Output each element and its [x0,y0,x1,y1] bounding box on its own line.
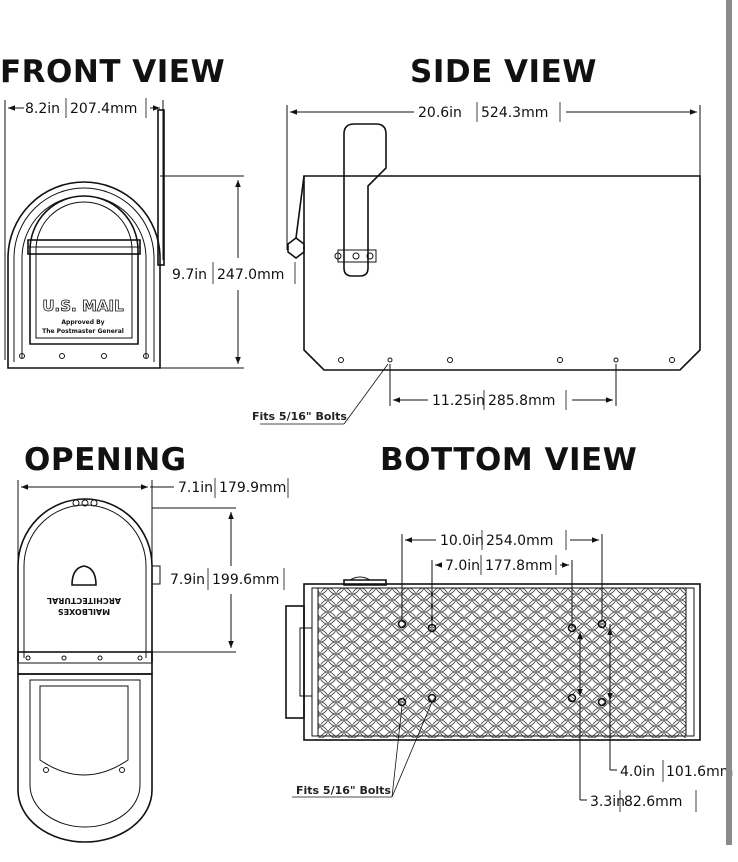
bottom-inner-width-mm: 82.6mm [624,794,682,810]
side-bolt-mm: 285.8mm [488,393,555,409]
bottom-outer-width-in: 4.0in [620,764,655,780]
bottom-bolt-note: Fits 5/16" Bolts [296,784,391,797]
bottom-inner-width-in: 3.3in [590,794,625,810]
side-length-in: 20.6in [418,105,462,121]
side-length-mm: 524.3mm [481,105,548,121]
bottom-view-drawing [285,530,731,812]
front-width-mm: 207.4mm [70,101,137,117]
right-separator-bar [726,0,732,845]
front-width-in: 8.2in [25,101,60,117]
opening-width-in: 7.1in [178,480,213,496]
side-bolt-in: 11.25in [432,393,485,409]
opening-plate-architectural: ARCHITECTURAL [47,596,121,605]
opening-title: OPENING [24,442,187,478]
front-height-in: 9.7in [172,267,207,283]
front-plate-approved: Approved By [61,319,104,326]
bottom-outer-in: 10.0in [440,533,484,549]
opening-width-mm: 179.9mm [219,480,286,496]
bottom-inner-in: 7.0in [445,558,480,574]
svg-text:⚜: ⚜ [80,575,89,586]
opening-plate-mailboxes: MAILBOXES [58,607,110,616]
front-plate-usmail: U.S. MAIL [42,297,124,315]
side-bolt-note: Fits 5/16" Bolts [252,410,347,423]
bottom-outer-mm: 254.0mm [486,533,553,549]
front-view-title: FRONT VIEW [0,54,225,90]
front-height-mm: 247.0mm [217,267,284,283]
opening-height-mm: 199.6mm [212,572,279,588]
bottom-inner-mm: 177.8mm [485,558,552,574]
opening-height-in: 7.9in [170,572,205,588]
bottom-view-title: BOTTOM VIEW [380,442,637,478]
front-plate-postmaster: The Postmaster General [42,328,124,335]
side-view-title: SIDE VIEW [410,54,597,90]
opening-drawing: ⚜ [17,478,289,843]
side-view-drawing [260,102,701,425]
bottom-outer-width-mm: 101.6mm [666,764,733,780]
front-view-drawing [4,98,296,369]
